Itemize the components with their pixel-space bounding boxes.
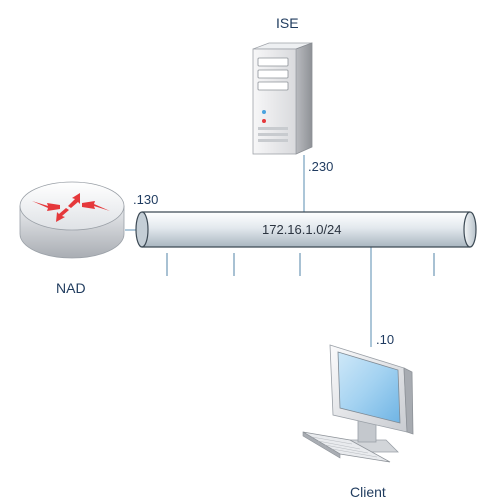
client-label: Client — [350, 484, 386, 500]
pipe-drop-ticks — [166, 253, 435, 276]
ise-label: ISE — [276, 15, 299, 31]
router-icon — [19, 181, 125, 259]
network-label: 172.16.1.0/24 — [262, 222, 342, 237]
nad-ip-label: .130 — [133, 192, 159, 207]
network-pipe — [135, 211, 477, 248]
server-icon — [252, 42, 313, 155]
client-ip-label: .10 — [376, 332, 395, 347]
nad-label: NAD — [56, 280, 86, 296]
ise-ip-label: .230 — [308, 159, 334, 174]
workstation-icon — [302, 344, 414, 463]
